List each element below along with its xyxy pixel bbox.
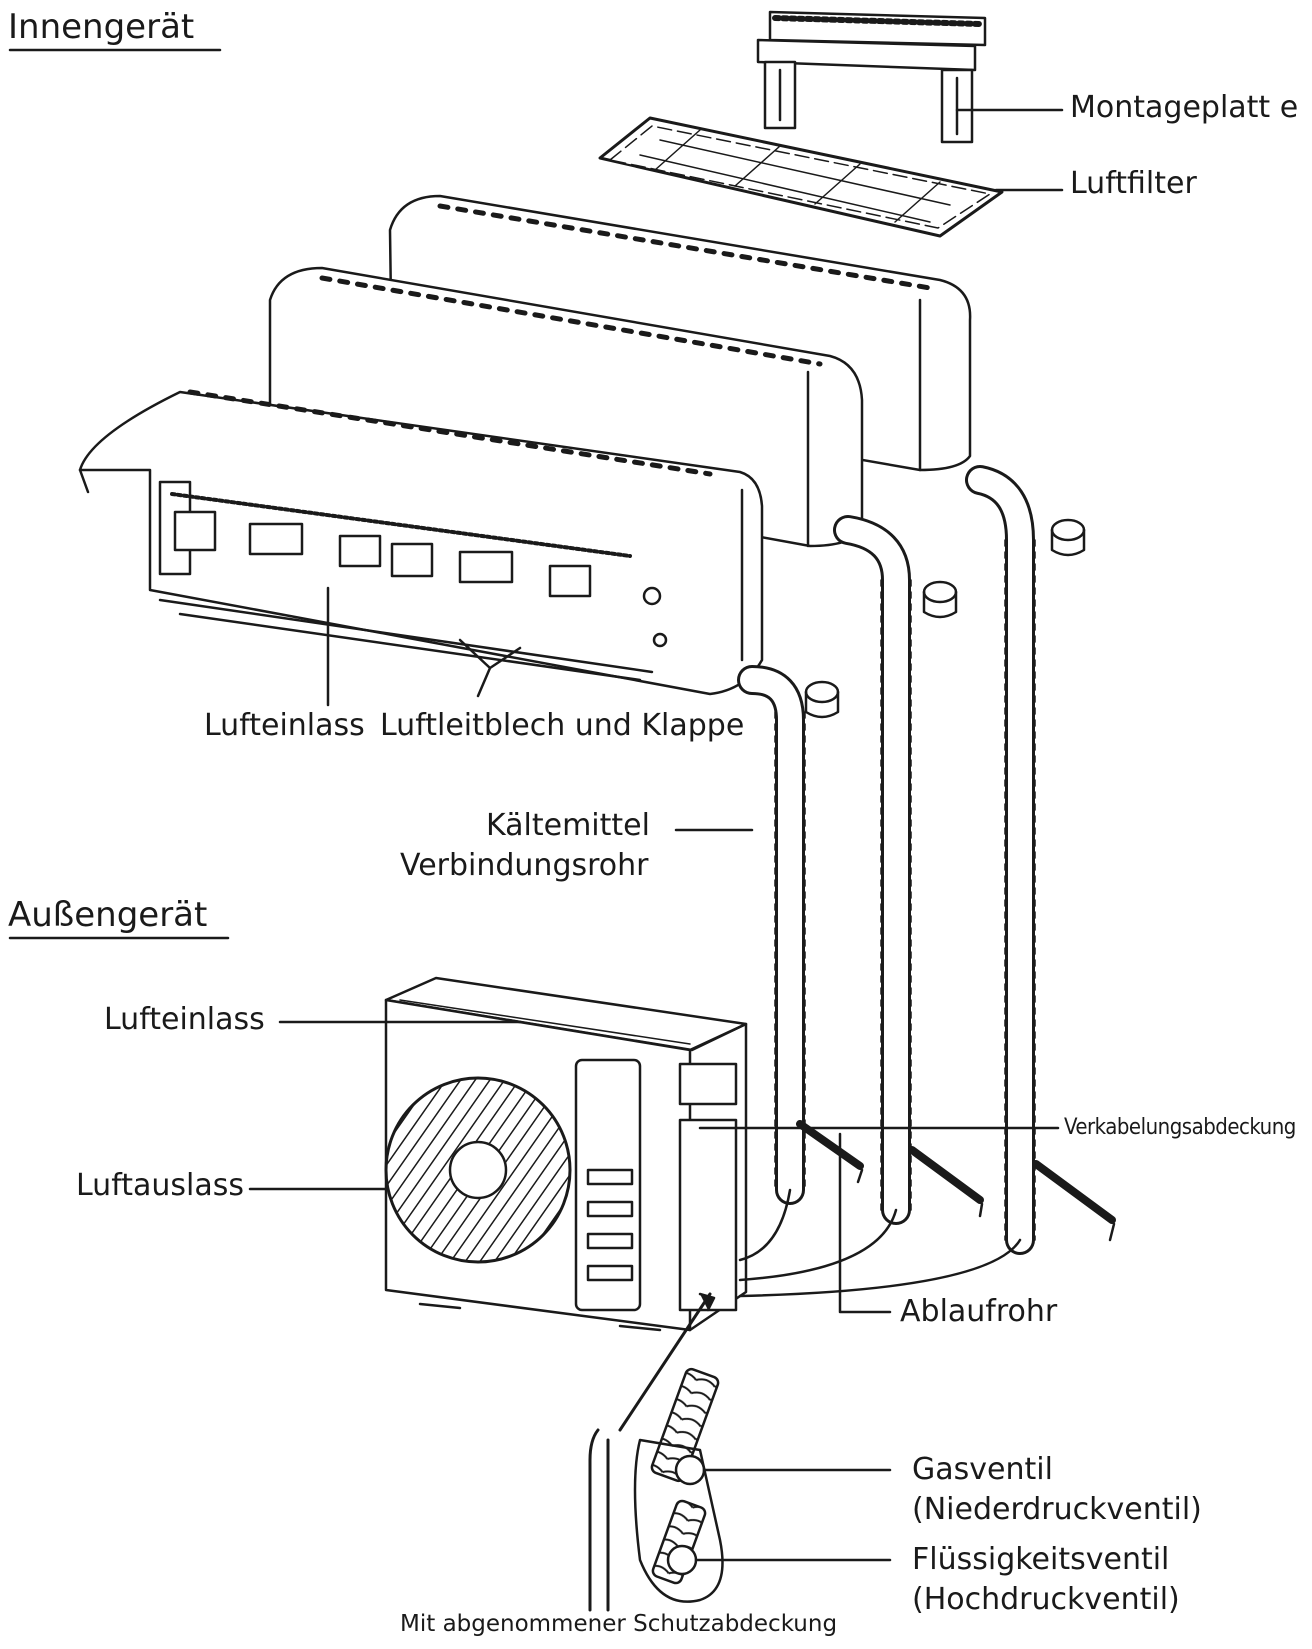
label-mounting-plate: Montageplatt e [1070,90,1299,125]
label-gas-valve-line1: Gasventil [912,1452,1053,1487]
indoor-unit-front [78,389,764,696]
valve-detail [588,1292,724,1612]
label-drain-pipe: Ablaufrohr [900,1294,1058,1329]
section-outdoor: Außengerät [8,895,208,935]
label-outdoor-air-inlet: Lufteinlass [104,1002,265,1037]
label-indoor-air-inlet: Lufteinlass [204,708,365,743]
label-air-outlet: Luftauslass [76,1168,245,1203]
label-wiring-cover: Verkabelungsabdeckung [1064,1115,1296,1140]
refrigerant-pipes [737,465,1036,1298]
label-liquid-valve-line2: (Hochdruckventil) [912,1582,1180,1617]
leader-louver-b [458,638,492,670]
label-louver-and-flap: Luftleitblech und Klappe [380,708,745,743]
label-gas-valve-line2: (Niederdruckventil) [912,1492,1202,1527]
cable-rolls [804,518,1086,719]
caption-protective-cover: Mit abgenommener Schutzabdeckung [400,1611,838,1637]
label-refrigerant-line2: Verbindungsrohr [400,848,649,883]
drain-hoses [796,1120,1116,1242]
leader-lines [8,48,1064,1562]
label-liquid-valve-line1: Flüssigkeitsventil [912,1542,1170,1577]
section-indoor: Innengerät [8,7,195,47]
mounting-plate [756,10,987,144]
air-filter [598,116,1004,238]
label-refrigerant-line1: Kältemittel [486,808,650,843]
outdoor-unit [384,976,748,1332]
label-air-filter: Luftfilter [1070,166,1197,201]
leader-drain-pipe [838,1132,892,1314]
